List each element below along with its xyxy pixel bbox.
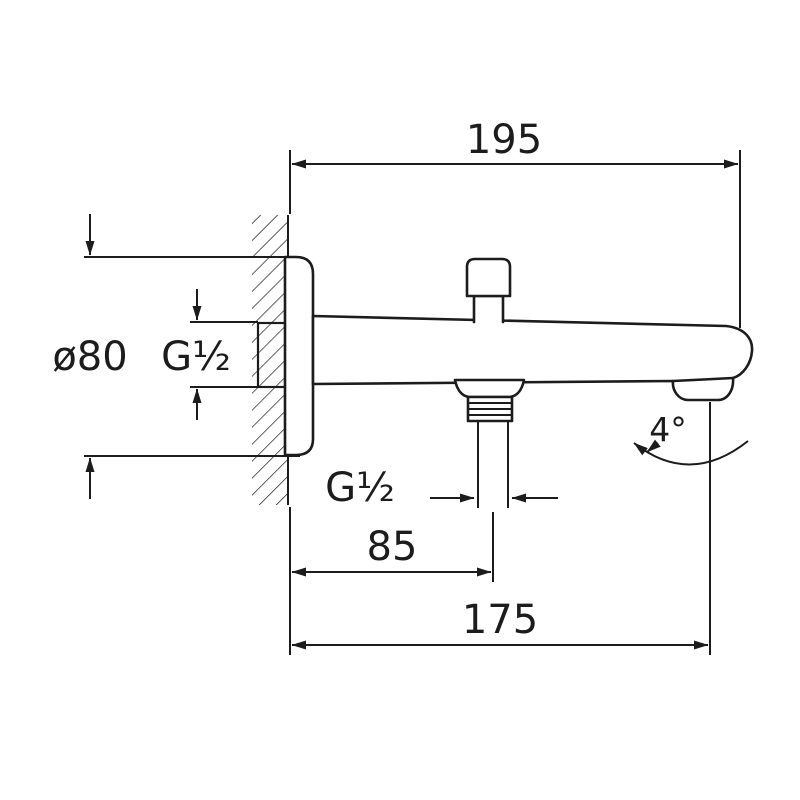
dim-label-195: 195	[466, 117, 542, 163]
dim-label-wall-thread: G½	[161, 334, 231, 380]
dim-outlet-thread: G½	[325, 421, 558, 511]
wall-thread-nipple	[256, 321, 290, 389]
dim-label-85: 85	[367, 524, 418, 570]
hose-outlet	[453, 378, 526, 423]
angle-annotation: 4°	[633, 410, 749, 466]
dim-175: 175	[291, 402, 711, 655]
outlet-lip-junction-line	[671, 376, 735, 383]
dim-label-outlet-thread: G½	[325, 465, 395, 511]
dim-85: 85	[289, 507, 494, 655]
dim-label-175: 175	[462, 597, 538, 643]
hose-outlet-collar	[453, 378, 526, 399]
angle-label: 4°	[649, 410, 687, 449]
diverter-stem	[472, 294, 505, 324]
mounting-flange	[283, 255, 315, 457]
diverter-knob	[465, 257, 512, 324]
diverter-cap	[465, 257, 512, 298]
dim-195: 195	[289, 117, 741, 328]
dim-label-diameter-80: ø80	[52, 334, 127, 380]
spout-body	[311, 314, 754, 402]
angle-arc	[633, 440, 749, 466]
dim-diameter-80: ø80	[52, 214, 300, 499]
leader-arrow	[646, 439, 661, 453]
dim-wall-thread: G½	[161, 289, 258, 420]
